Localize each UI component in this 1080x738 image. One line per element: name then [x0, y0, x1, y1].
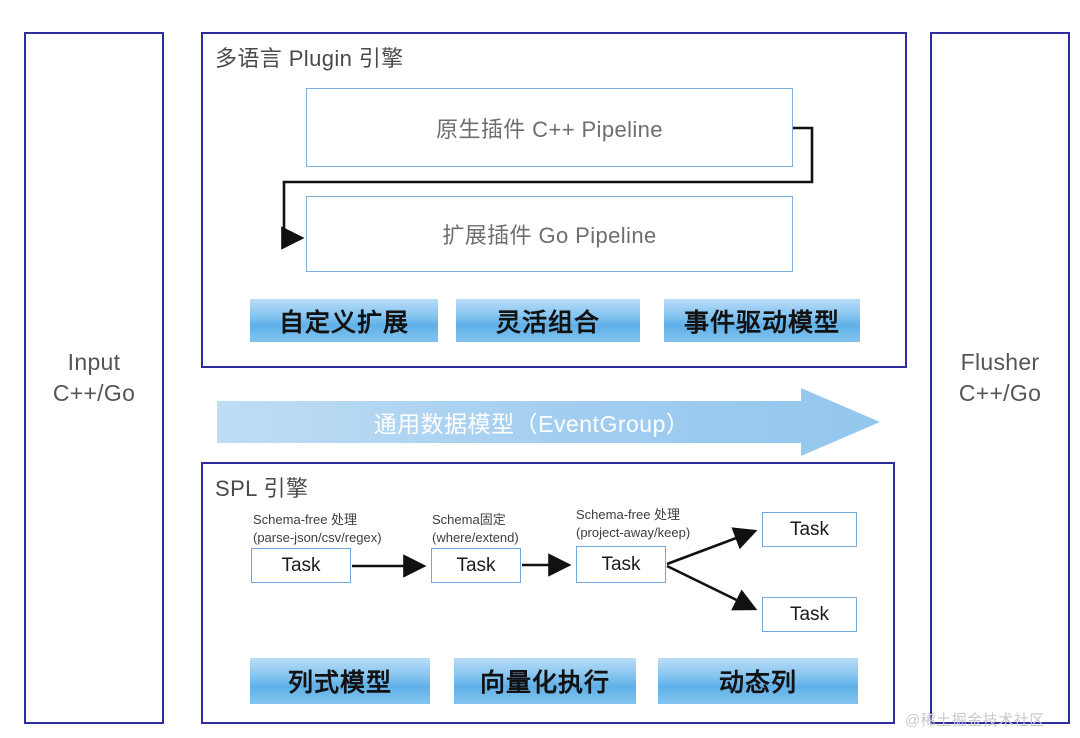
- spl-task-box-3-label: Task: [601, 553, 641, 575]
- flusher-panel-line1: Flusher: [960, 348, 1040, 375]
- spl-step-1-line2: (parse-json/csv/regex): [253, 529, 382, 545]
- spl-task-box-branch-lower: Task: [762, 597, 857, 632]
- chip-custom-extension: 自定义扩展: [250, 299, 438, 342]
- spl-task-box-1-label: Task: [281, 554, 321, 576]
- chip-flexible-combination-label: 灵活组合: [495, 308, 600, 337]
- spl-engine-title: SPL 引擎: [215, 476, 309, 501]
- spl-task-box-1: Task: [251, 548, 351, 583]
- chip-dynamic-column: 动态列: [658, 658, 858, 704]
- spl-step-1-label: Schema-free 处理 (parse-json/csv/regex): [253, 511, 382, 546]
- watermark-text: @稀土掘金技术社区: [905, 712, 1045, 729]
- spl-step-3-label: Schema-free 处理 (project-away/keep): [576, 506, 690, 541]
- dataflow-label-wrap: 通用数据模型（EventGroup）: [217, 388, 880, 456]
- spl-step-2-label: Schema固定 (where/extend): [432, 511, 519, 546]
- spl-step-2-line1: Schema固定: [432, 512, 506, 527]
- plugin-engine-title: 多语言 Plugin 引擎: [215, 46, 404, 71]
- cpp-pipeline-label: 原生插件 C++ Pipeline: [436, 116, 663, 142]
- chip-dynamic-column-label: 动态列: [718, 669, 797, 697]
- spl-task-box-branch-upper-label: Task: [789, 518, 830, 540]
- spl-task-box-2: Task: [431, 548, 521, 583]
- go-pipeline-box: 扩展插件 Go Pipeline: [306, 196, 793, 272]
- input-panel-text: Input C++/Go: [53, 347, 135, 409]
- input-panel-line2: C++/Go: [52, 380, 136, 406]
- dataflow-arrow-shape: [217, 388, 880, 456]
- spl-task-box-3: Task: [576, 546, 666, 583]
- chip-vectorized-execution: 向量化执行: [454, 658, 636, 704]
- chip-columnar-model-label: 列式模型: [287, 669, 392, 697]
- chip-event-driven-model: 事件驱动模型: [664, 299, 860, 342]
- spl-step-3-line1: Schema-free 处理: [576, 507, 681, 522]
- flusher-panel-line2: C++/Go: [958, 380, 1042, 406]
- spl-step-1-line1: Schema-free 处理: [253, 512, 358, 527]
- spl-step-3-line2: (project-away/keep): [576, 524, 691, 540]
- spl-task-box-2-label: Task: [456, 554, 496, 576]
- input-panel: Input C++/Go: [24, 32, 164, 724]
- cpp-pipeline-box: 原生插件 C++ Pipeline: [306, 88, 793, 167]
- chip-event-driven-model-label: 事件驱动模型: [683, 308, 840, 337]
- input-panel-line1: Input: [67, 348, 121, 375]
- dataflow-label: 通用数据模型（EventGroup）: [373, 411, 690, 437]
- flusher-panel-text: Flusher C++/Go: [959, 347, 1041, 409]
- chip-columnar-model: 列式模型: [250, 658, 430, 704]
- go-pipeline-label: 扩展插件 Go Pipeline: [442, 223, 657, 248]
- spl-task-box-branch-upper: Task: [762, 512, 857, 547]
- spl-step-2-line2: (where/extend): [432, 529, 519, 545]
- spl-task-box-branch-lower-label: Task: [789, 603, 830, 625]
- chip-custom-extension-label: 自定义扩展: [278, 308, 409, 337]
- chip-vectorized-execution-label: 向量化执行: [479, 669, 610, 697]
- flusher-panel: Flusher C++/Go: [930, 32, 1070, 724]
- chip-flexible-combination: 灵活组合: [456, 299, 640, 342]
